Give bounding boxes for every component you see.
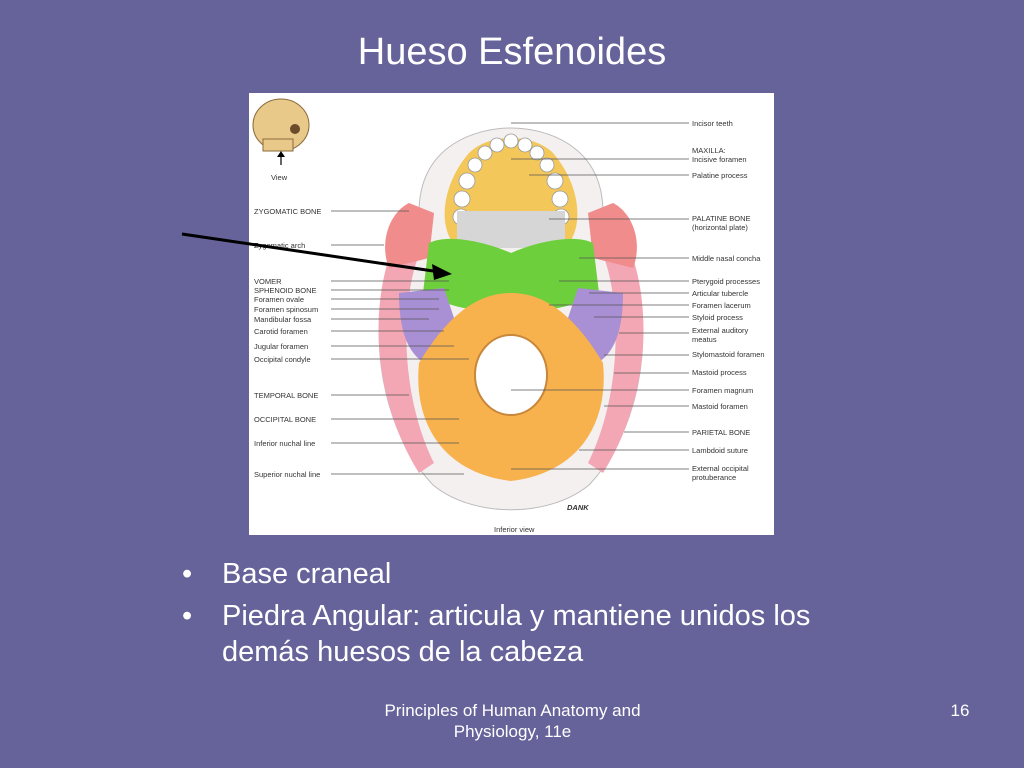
label-zygomatic-bone: ZYGOMATIC BONE bbox=[254, 207, 322, 216]
bullet-dot: • bbox=[182, 558, 193, 590]
label-stylomastoid-foramen: Stylomastoid foramen bbox=[692, 350, 765, 359]
label-carotid-foramen: Carotid foramen bbox=[254, 327, 308, 336]
bullet-item: • Piedra Angular: articula y mantiene un… bbox=[182, 598, 882, 670]
page-number: 16 bbox=[950, 701, 970, 720]
label-occipital-bone: OCCIPITAL BONE bbox=[254, 415, 317, 424]
label-foramen-ovale: Foramen ovale bbox=[254, 295, 305, 304]
skull-illustration bbox=[252, 98, 689, 511]
artist-signature: DANK bbox=[567, 503, 589, 512]
label-foramen-magnum: Foramen magnum bbox=[692, 386, 754, 395]
label-temporal-bone: TEMPORAL BONE bbox=[254, 391, 319, 400]
label-middle-nasal-concha: Middle nasal concha bbox=[692, 254, 761, 263]
label-superior-nuchal-line: Superior nuchal line bbox=[254, 470, 321, 479]
label-pterygoid-processes: Pterygoid processes bbox=[692, 277, 760, 286]
skull-inferior-view-figure: View ZYGOMATIC BONE Zygomatic arch VOMER… bbox=[249, 93, 774, 535]
skull-thumbnail-icon bbox=[252, 98, 310, 165]
label-articular-tubercle: Articular tubercle bbox=[692, 289, 749, 298]
label-mastoid-foramen: Mastoid foramen bbox=[692, 402, 748, 411]
label-vomer: VOMER bbox=[254, 277, 282, 286]
label-sphenoid-bone: SPHENOID BONE bbox=[254, 286, 317, 295]
bullet-list: • Base craneal • Piedra Angular: articul… bbox=[182, 556, 882, 676]
label-incisive-foramen: Incisive foramen bbox=[692, 155, 747, 164]
label-external-auditory-meatus: External auditory meatus bbox=[692, 326, 749, 344]
bullet-text: Base craneal bbox=[222, 558, 392, 590]
label-incisor-teeth: Incisor teeth bbox=[692, 119, 733, 128]
label-lambdoid-suture: Lambdoid suture bbox=[692, 446, 748, 455]
label-mandibular-fossa: Mandibular fossa bbox=[254, 315, 312, 324]
label-foramen-lacerum: Foramen lacerum bbox=[692, 301, 751, 310]
label-zygomatic-arch: Zygomatic arch bbox=[254, 241, 306, 250]
label-maxilla: MAXILLA: bbox=[692, 146, 726, 155]
label-external-occipital-protuberance: External occipital protuberance bbox=[692, 464, 749, 482]
bullet-text: Piedra Angular: articula y mantiene unid… bbox=[222, 600, 811, 668]
label-palatine-process: Palatine process bbox=[692, 171, 748, 180]
label-palatine-bone: PALATINE BONE (horizontal plate) bbox=[692, 214, 751, 232]
label-occipital-condyle: Occipital condyle bbox=[254, 355, 311, 364]
bullet-item: • Base craneal bbox=[182, 556, 882, 592]
slide-title: Hueso Esfenoides bbox=[357, 31, 667, 73]
label-jugular-foramen: Jugular foramen bbox=[254, 342, 309, 351]
label-styloid-process: Styloid process bbox=[692, 313, 743, 322]
view-label: View bbox=[271, 173, 288, 182]
figure-caption: Inferior view bbox=[494, 525, 535, 534]
label-parietal-bone: PARIETAL BONE bbox=[692, 428, 751, 437]
label-inferior-nuchal-line: Inferior nuchal line bbox=[254, 439, 316, 448]
footer-text: Principles of Human Anatomy and Physiolo… bbox=[384, 701, 641, 741]
label-foramen-spinosum: Foramen spinosum bbox=[254, 305, 319, 314]
bullet-dot: • bbox=[182, 600, 193, 632]
label-mastoid-process: Mastoid process bbox=[692, 368, 747, 377]
